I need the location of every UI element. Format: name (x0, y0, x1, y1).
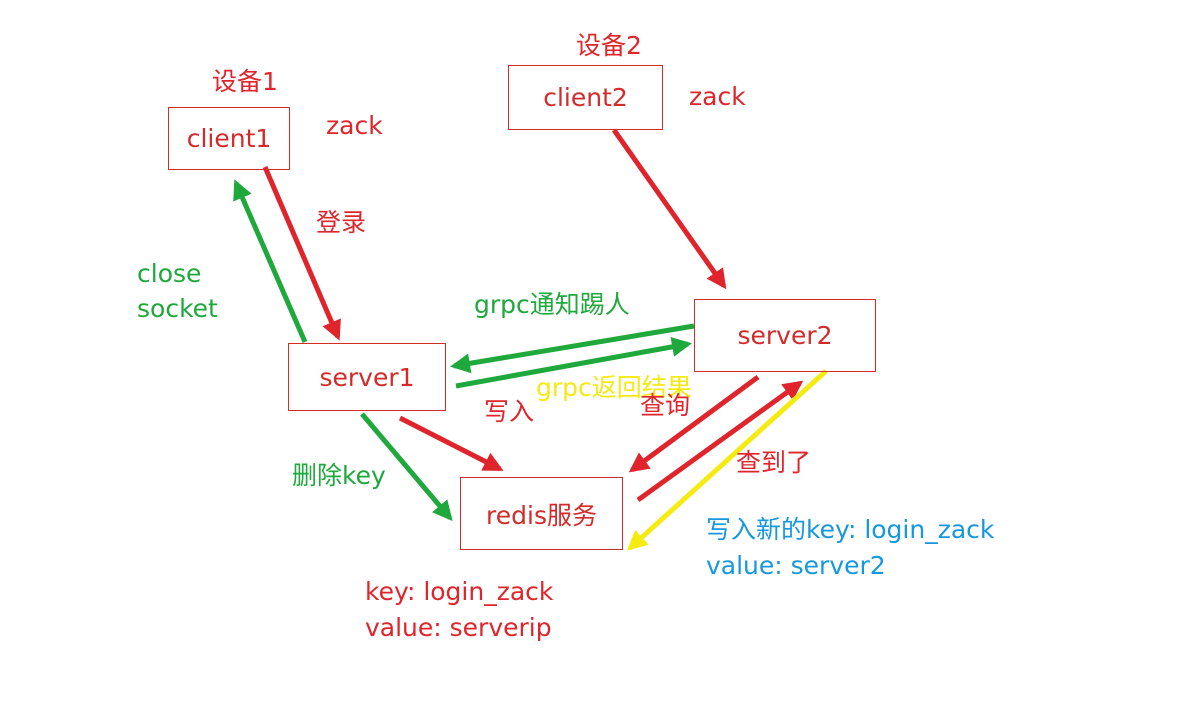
login-label: 登录 (316, 208, 367, 237)
grpc-notify-label: grpc通知踢人 (474, 290, 630, 319)
query-label: 查询 (640, 391, 691, 420)
grpc-return-arrow (455, 337, 692, 389)
server1-key-note: key: login_zack (365, 577, 554, 606)
server2-value-note: value: server2 (706, 551, 886, 580)
write-new-key-arrow (627, 369, 828, 551)
user1-label: zack (326, 111, 383, 140)
close-socket-arrow (233, 179, 308, 343)
device2-label: 设备2 (576, 31, 642, 60)
write-label: 写入 (484, 397, 535, 426)
login-arrow (262, 166, 341, 341)
close-label: close (137, 259, 202, 288)
client2-box: client2 (508, 65, 663, 130)
query-arrow (628, 374, 760, 473)
found-arrow (636, 380, 804, 503)
delete-key-label: 删除key (292, 461, 386, 490)
server2-box: server2 (694, 299, 876, 372)
device1-label: 设备1 (212, 67, 278, 96)
write-arrow (398, 415, 504, 472)
redis-box: redis服务 (460, 477, 623, 550)
found-label: 查到了 (736, 448, 812, 477)
socket-label: socket (137, 294, 218, 323)
server2-key-note: 写入新的key: login_zack (706, 515, 995, 544)
client1-box: client1 (168, 107, 290, 170)
delete-key-arrow (360, 412, 453, 522)
server1-value-note: value: serverip (365, 613, 552, 642)
grpc-notify-arrow (450, 323, 695, 374)
grpc-return-label: grpc返回结果 (536, 373, 692, 402)
client2-to-server2-arrow (611, 128, 727, 290)
user2-label: zack (689, 82, 746, 111)
server1-box: server1 (288, 343, 446, 411)
